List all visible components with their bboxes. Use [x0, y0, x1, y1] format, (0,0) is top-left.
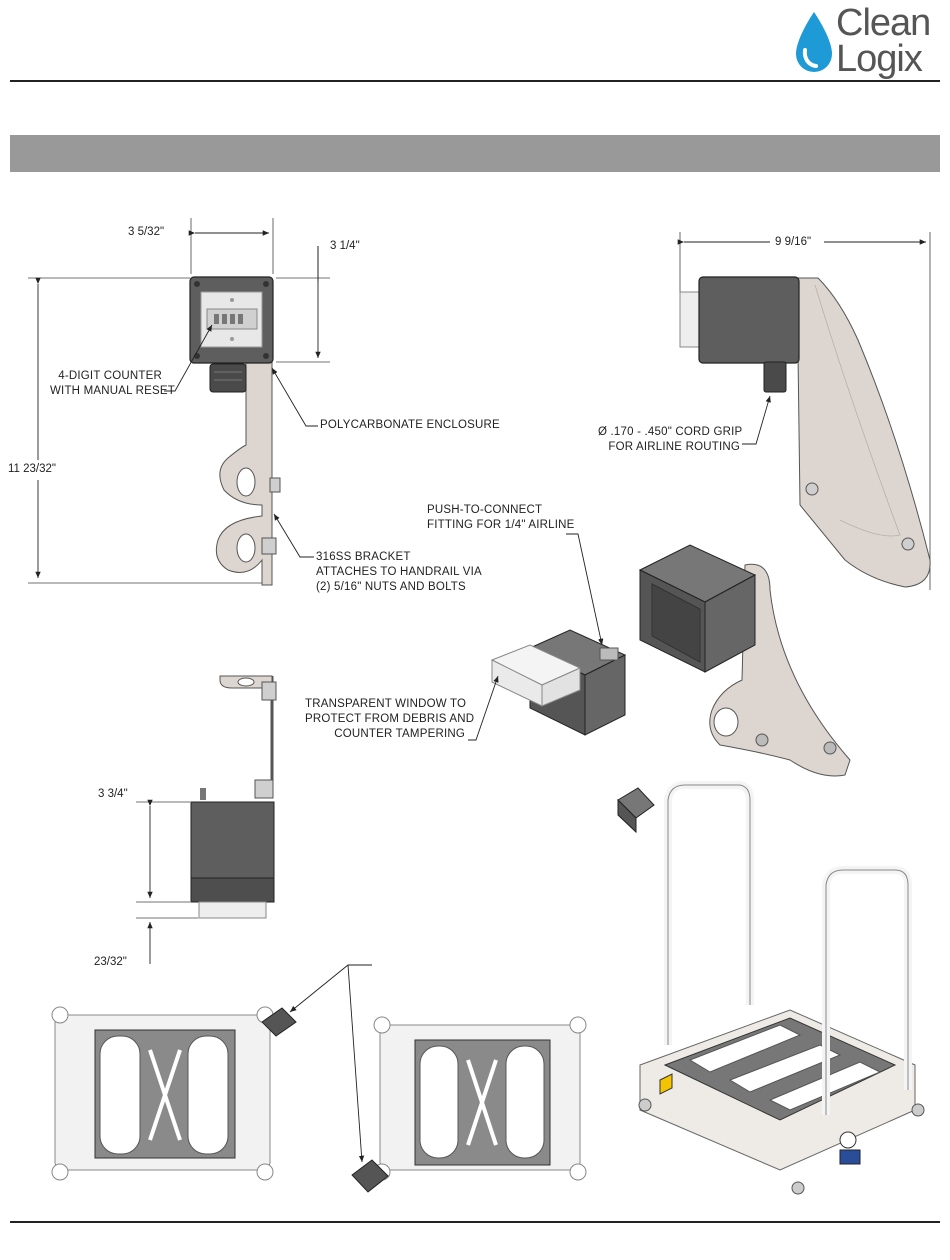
callout-cord-grip: Ø .170 - .450" CORD GRIP FOR AIRLINE ROU… [598, 425, 743, 455]
dim-bottom-window: 23/32" [94, 956, 127, 968]
callout-enclosure: POLYCARBONATE ENCLOSURE [320, 418, 500, 433]
water-drop-icon [796, 12, 832, 72]
callout-bracket: 316SS BRACKET ATTACHES TO HANDRAIL VIA (… [316, 550, 482, 595]
callout-fitting-line1: PUSH-TO-CONNECT [427, 504, 543, 516]
dim-side-width: 9 9/16" [775, 236, 812, 248]
header-rule [10, 80, 940, 82]
plan-view-right [351, 1016, 587, 1193]
dim-front-total-height: 11 23/32" [8, 463, 56, 475]
header-band [10, 135, 940, 172]
callout-cord-grip-line1: Ø .170 - .450" CORD GRIP [598, 426, 743, 438]
callout-counter-line2: WITH MANUAL RESET [50, 385, 176, 397]
plan-view-left [51, 1006, 297, 1181]
callout-bracket-line1: 316SS BRACKET [316, 551, 411, 563]
callout-counter: 4-DIGIT COUNTER WITH MANUAL RESET [50, 369, 176, 399]
callout-window-line2: PROTECT FROM DEBRIS AND [305, 713, 475, 725]
callout-window: TRANSPARENT WINDOW TO PROTECT FROM DEBRI… [305, 697, 475, 742]
callout-bracket-line3: (2) 5/16" NUTS AND BOLTS [316, 581, 466, 593]
callout-bracket-line2: ATTACHES TO HANDRAIL VIA [316, 566, 482, 578]
fitting-view [468, 533, 627, 741]
dim-bottom-depth: 3 3/4" [98, 788, 128, 800]
side-view [677, 232, 931, 590]
cleanlogix-logo: Clean Logix [792, 2, 942, 80]
callout-counter-line1: 4-DIGIT COUNTER [58, 370, 162, 382]
callout-window-line1: TRANSPARENT WINDOW TO [305, 698, 467, 710]
callout-fitting: PUSH-TO-CONNECT FITTING FOR 1/4" AIRLINE [427, 503, 575, 533]
front-view [4, 218, 330, 586]
assembled-unit-view [617, 781, 925, 1195]
logo-text-logix: Logix [836, 38, 923, 80]
callout-cord-grip-line2: FOR AIRLINE ROUTING [608, 441, 740, 453]
dim-front-width: 3 5/32" [128, 226, 165, 238]
logo-text-clean: Clean [836, 2, 931, 44]
callout-enclosure-line1: POLYCARBONATE ENCLOSURE [320, 419, 500, 431]
dim-front-box-height: 3 1/4" [330, 240, 360, 252]
footer-rule [10, 1221, 940, 1223]
bottom-view [136, 675, 277, 964]
callout-fitting-line2: FITTING FOR 1/4" AIRLINE [427, 519, 575, 531]
callout-window-line3: COUNTER TAMPERING [334, 728, 465, 740]
isometric-view [638, 544, 851, 777]
